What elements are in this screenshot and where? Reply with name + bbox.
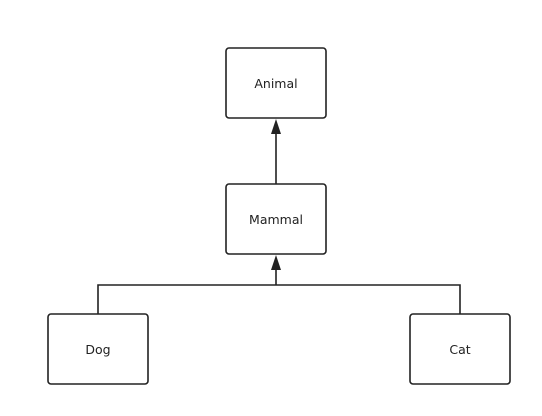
node-cat[interactable]: Cat	[409, 313, 511, 385]
edge-children-to-mammal	[97, 255, 461, 314]
arrowhead-animal	[271, 119, 281, 134]
node-animal-box[interactable]	[225, 47, 327, 119]
edge-mammal-to-animal	[271, 119, 281, 184]
node-mammal-box[interactable]	[225, 183, 327, 255]
node-dog-label: Dog	[85, 342, 110, 357]
node-cat-label: Cat	[449, 342, 470, 357]
node-animal[interactable]: Animal	[225, 47, 327, 119]
node-dog-box[interactable]	[47, 313, 149, 385]
node-cat-box[interactable]	[409, 313, 511, 385]
edge-bus-dog-cat	[97, 284, 461, 314]
node-animal-label: Animal	[254, 76, 297, 91]
node-dog[interactable]: Dog	[47, 313, 149, 385]
node-mammal-label: Mammal	[249, 212, 303, 227]
arrowhead-mammal	[271, 255, 281, 270]
node-mammal[interactable]: Mammal	[225, 183, 327, 255]
